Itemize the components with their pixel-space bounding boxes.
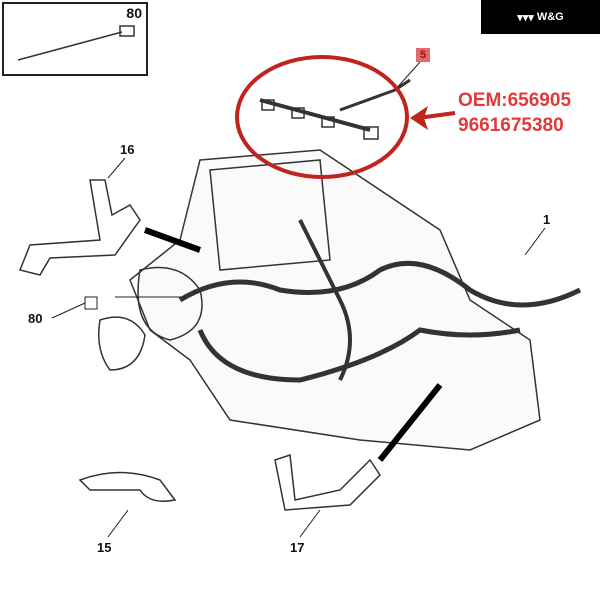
logo-icon: ▾▾▾ <box>517 11 537 24</box>
highlight-circle <box>235 55 409 179</box>
callout-5: 5 <box>416 48 430 62</box>
callout-15: 15 <box>97 540 112 555</box>
brand-logo: ▾▾▾ W&G <box>481 0 600 34</box>
callout-16: 16 <box>120 142 135 157</box>
oem-numbers: OEM:656905 9661675380 <box>458 88 571 138</box>
brand-name: W&G <box>536 11 564 23</box>
callout-inset: 80 <box>126 5 142 21</box>
arrow-head <box>410 106 428 130</box>
callout-80: 80 <box>28 311 43 326</box>
oem-line2: 9661675380 <box>458 115 564 136</box>
callout-17: 17 <box>290 540 305 555</box>
oem-line1: OEM:656905 <box>458 90 572 111</box>
inset-cable-tie: 80 <box>2 2 148 76</box>
callout-1: 1 <box>543 212 551 227</box>
